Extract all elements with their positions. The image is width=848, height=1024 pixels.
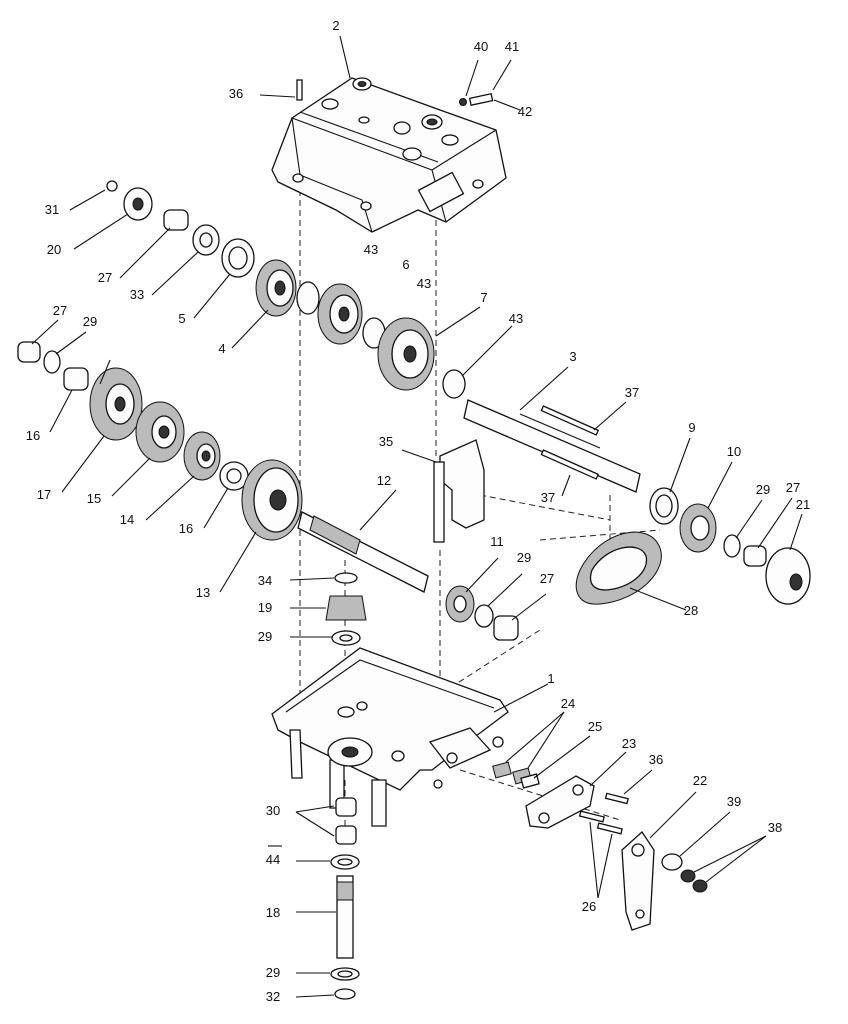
left-gear-cluster <box>17 319 249 529</box>
callout-c43c: 43 <box>509 311 523 326</box>
callout-c5: 5 <box>178 311 185 326</box>
callout-c33: 33 <box>130 287 144 302</box>
shift-fork-35 <box>401 439 485 543</box>
output-shaft-3 <box>463 366 641 497</box>
callout-c22: 22 <box>693 773 707 788</box>
assembly-guide-lines <box>299 190 661 830</box>
callout-c30: 30 <box>266 803 280 818</box>
callout-c20: 20 <box>47 242 61 257</box>
callout-c40: 40 <box>474 39 488 54</box>
callout-c3: 3 <box>569 349 576 364</box>
callout-c24: 24 <box>561 696 575 711</box>
callout-c36b: 36 <box>649 752 663 767</box>
callout-c23: 23 <box>622 736 636 751</box>
callout-c1: 1 <box>547 671 554 686</box>
callout-c31: 31 <box>45 202 59 217</box>
callout-c19: 19 <box>258 600 272 615</box>
callout-c42: 42 <box>518 104 532 119</box>
sprocket-11-group <box>445 557 547 641</box>
callout-c39: 39 <box>727 794 741 809</box>
callout-c26: 26 <box>582 899 596 914</box>
callout-c29c: 29 <box>517 550 531 565</box>
main-shaft-12 <box>219 459 429 593</box>
shift-lever-23 <box>525 751 653 899</box>
callout-c27a: 27 <box>98 270 112 285</box>
callout-c29b: 29 <box>756 482 770 497</box>
callout-c34: 34 <box>258 573 272 588</box>
callout-c41: 41 <box>505 39 519 54</box>
callout-c32: 32 <box>266 989 280 1004</box>
callout-c9: 9 <box>688 420 695 435</box>
upper-gear-train <box>69 180 513 399</box>
bevel-gear-group <box>289 572 367 646</box>
bracket-22-group <box>621 791 767 931</box>
callout-c35: 35 <box>379 434 393 449</box>
callout-c38: 38 <box>768 820 782 835</box>
callout-c29e: 29 <box>266 965 280 980</box>
callout-c14: 14 <box>120 512 134 527</box>
callout-c17: 17 <box>37 487 51 502</box>
pin-36-top <box>259 79 303 101</box>
lower-housing-1 <box>271 647 549 827</box>
callout-c7: 7 <box>480 290 487 305</box>
callout-c18: 18 <box>266 905 280 920</box>
callout-c4: 4 <box>218 341 225 356</box>
callout-c11: 11 <box>490 534 504 549</box>
callout-c16a: 16 <box>26 428 40 443</box>
upper-housing-cover <box>271 77 507 233</box>
callout-c16b: 16 <box>179 521 193 536</box>
callout-c29a: 29 <box>83 314 97 329</box>
drive-chain-28 <box>575 531 687 611</box>
callout-c37a: 37 <box>625 385 639 400</box>
callout-c36a: 36 <box>229 86 243 101</box>
right-shaft-parts <box>649 437 811 605</box>
vertical-shaft-stack <box>268 797 360 1000</box>
callout-c43a: 43 <box>364 242 378 257</box>
callout-c21: 21 <box>796 497 810 512</box>
shift-plates <box>492 711 591 789</box>
leader-lines-upper <box>99 35 351 385</box>
callout-c29d: 29 <box>258 629 272 644</box>
callout-c28: 28 <box>684 603 698 618</box>
callout-c12: 12 <box>377 473 391 488</box>
callout-c2: 2 <box>332 18 339 33</box>
callout-c25: 25 <box>588 719 602 734</box>
callout-c43b: 43 <box>417 276 431 291</box>
callout-c44: 44 <box>266 852 280 867</box>
callout-c6: 6 <box>402 257 409 272</box>
callout-c10: 10 <box>727 444 741 459</box>
grease-fitting <box>459 59 521 111</box>
callout-c13: 13 <box>196 585 210 600</box>
callout-c27d: 27 <box>540 571 554 586</box>
callout-c27c: 27 <box>786 480 800 495</box>
callout-c27b: 27 <box>53 303 67 318</box>
callout-c15: 15 <box>87 491 101 506</box>
callout-c37b: 37 <box>541 490 555 505</box>
